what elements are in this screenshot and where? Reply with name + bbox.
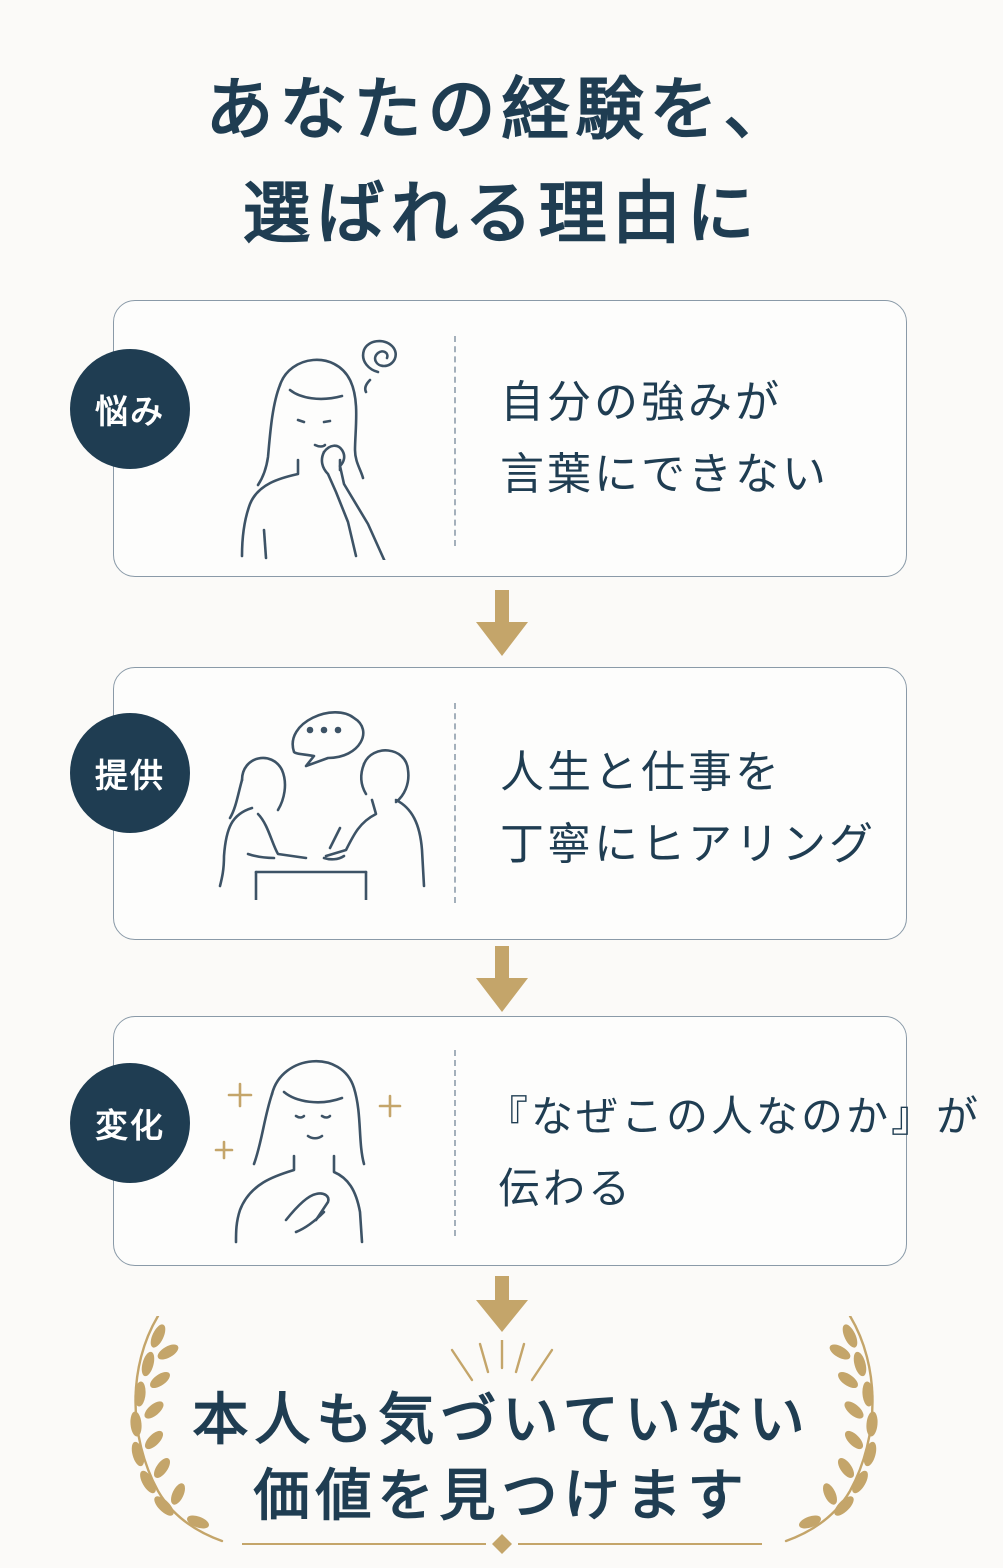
- step-text-line2: 言葉にできない: [500, 449, 829, 500]
- radiating-lines: [450, 1340, 554, 1382]
- step-text-change: 『なぜこの人なのか』が 伝わる: [486, 1081, 981, 1225]
- step-text-worry: 自分の強みが 言葉にできない: [500, 367, 829, 511]
- step-text-line2: 丁寧にヒアリング: [500, 819, 876, 870]
- ornament-divider: [242, 1534, 762, 1554]
- page-title-line2: 選ばれる理由に: [242, 174, 761, 254]
- step-text-line1: 人生と仕事を: [500, 747, 782, 798]
- step-card-worry: [113, 300, 907, 577]
- step-text-line1: 自分の強みが: [500, 377, 782, 428]
- laurel-wreath-icon: [130, 1316, 224, 1543]
- step-divider: [454, 336, 456, 546]
- consultation-icon: [218, 711, 426, 900]
- conclusion-line2: 価値を見つけます: [253, 1463, 750, 1529]
- step-badge-offer: 提供: [70, 713, 190, 833]
- down-arrow-icon: [476, 1276, 528, 1332]
- laurel-wreath-icon: [784, 1316, 878, 1543]
- relieved-woman-icon: [214, 1060, 402, 1244]
- page-title: あなたの経験を、 選ばれる理由に: [0, 58, 1003, 266]
- down-arrow-icon: [476, 946, 528, 1012]
- step-card-change: [113, 1016, 907, 1266]
- conclusion-text: 本人も気づいていない 価値を見つけます: [0, 1382, 1003, 1534]
- step-badge-worry: 悩み: [70, 349, 190, 469]
- step-text-line1: 『なぜこの人なのか』が: [486, 1092, 982, 1141]
- down-arrow-icon: [476, 590, 528, 656]
- step-divider: [454, 703, 456, 903]
- conclusion-line1: 本人も気づいていない: [192, 1387, 811, 1453]
- step-text-offer: 人生と仕事を 丁寧にヒアリング: [500, 737, 876, 881]
- page-title-line1: あなたの経験を、: [205, 70, 798, 150]
- thinking-woman-icon: [240, 339, 397, 560]
- step-text-line2: 伝わる: [498, 1164, 634, 1213]
- step-divider: [454, 1050, 456, 1236]
- step-badge-change: 変化: [70, 1063, 190, 1183]
- step-card-offer: [113, 667, 907, 940]
